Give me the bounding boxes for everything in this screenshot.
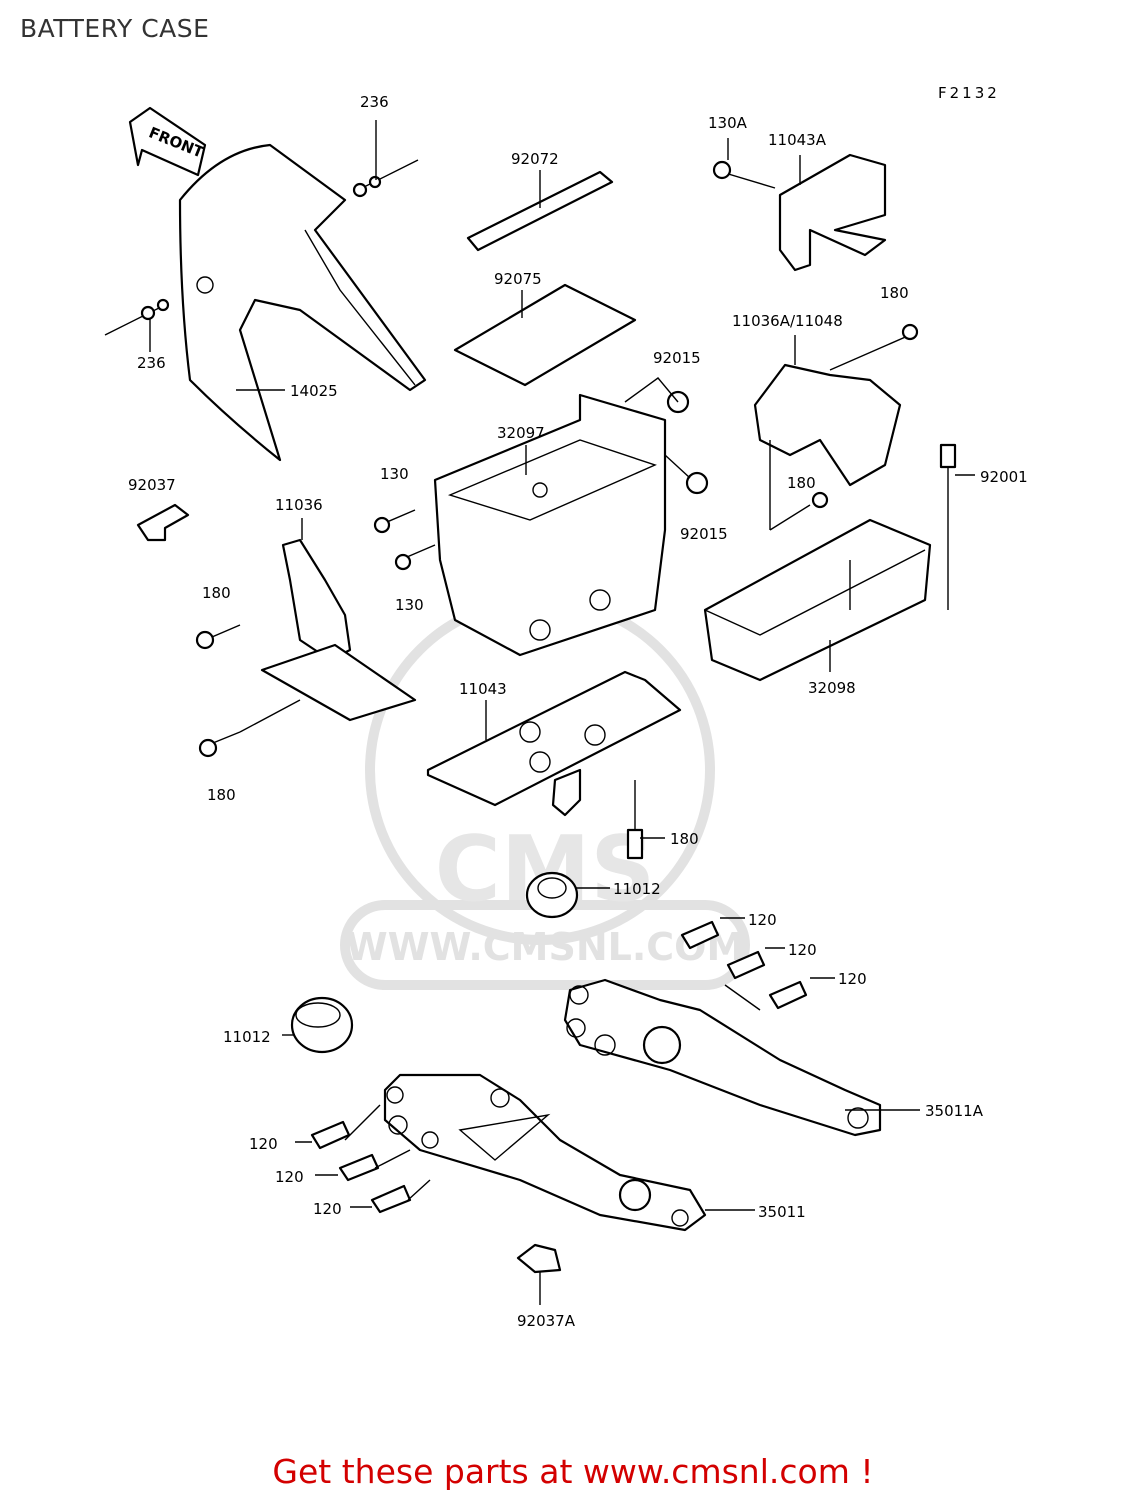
label-130-lower: 130 xyxy=(395,596,424,614)
bolt-120-set-a xyxy=(680,920,808,1010)
label-92072: 92072 xyxy=(511,150,559,168)
part-32097-battery-frame xyxy=(433,393,667,657)
label-236-top: 236 xyxy=(360,93,389,111)
bolt-236-top xyxy=(352,120,419,198)
label-180-plate: 180 xyxy=(670,830,699,848)
label-11012-upper: 11012 xyxy=(613,880,661,898)
front-arrow-icon: FRONT xyxy=(128,106,207,177)
label-180-left-upper: 180 xyxy=(202,584,231,602)
figure-code: F2132 xyxy=(938,84,1000,102)
part-11043a-bracket xyxy=(712,138,887,272)
nut-92015 xyxy=(624,377,709,495)
label-11012-lower: 11012 xyxy=(223,1028,271,1046)
label-32098: 32098 xyxy=(808,679,856,697)
bolt-120-set-b xyxy=(310,1120,412,1214)
bolt-236-left xyxy=(104,298,170,352)
label-32097: 32097 xyxy=(497,424,545,442)
label-120-b: 120 xyxy=(788,941,817,959)
label-92075: 92075 xyxy=(494,270,542,288)
label-14025: 14025 xyxy=(290,382,338,400)
part-32098-battery-tray xyxy=(703,518,932,682)
part-92037-clip xyxy=(136,503,190,542)
part-11012-collar xyxy=(290,871,579,1054)
label-92001: 92001 xyxy=(980,468,1028,486)
label-180-left-lower: 180 xyxy=(207,786,236,804)
label-92015-top: 92015 xyxy=(653,349,701,367)
label-130-upper: 130 xyxy=(380,465,409,483)
label-130a: 130A xyxy=(708,114,748,132)
label-120-d: 120 xyxy=(249,1135,278,1153)
label-11043: 11043 xyxy=(459,680,507,698)
part-92037a-clip xyxy=(516,1243,562,1305)
footer-link-text[interactable]: Get these parts at www.cmsnl.com ! xyxy=(272,1452,874,1491)
label-11043a: 11043A xyxy=(768,131,827,149)
page-title: BATTERY CASE xyxy=(20,14,210,43)
part-11036a-bracket xyxy=(753,323,919,531)
bolt-92001 xyxy=(939,443,957,610)
part-14025-cover xyxy=(178,143,427,462)
label-120-a: 120 xyxy=(748,911,777,929)
label-92015-bottom: 92015 xyxy=(680,525,728,543)
label-120-f: 120 xyxy=(313,1200,342,1218)
label-236-left: 236 xyxy=(137,354,166,372)
label-180-right: 180 xyxy=(787,474,816,492)
part-92072-strap xyxy=(466,170,614,252)
leader-lines xyxy=(236,389,975,1211)
part-labels: 236 236 14025 92072 92075 130A 11043A 18… xyxy=(128,93,1028,1330)
part-11036-bracket xyxy=(195,518,417,758)
label-120-c: 120 xyxy=(838,970,867,988)
watermark-url: WWW.CMSNL.COM xyxy=(346,925,745,969)
bolt-130 xyxy=(373,509,436,571)
label-11036a-11048: 11036A/11048 xyxy=(732,312,843,330)
watermark: CMS WWW.CMSNL.COM xyxy=(340,595,750,990)
label-180-top: 180 xyxy=(880,284,909,302)
part-35011a-footrest-bracket xyxy=(563,920,882,1137)
label-11036: 11036 xyxy=(275,496,323,514)
part-35011-footrest-bracket xyxy=(310,1073,707,1232)
part-92075-pad xyxy=(453,283,637,387)
label-35011: 35011 xyxy=(758,1203,806,1221)
label-35011a: 35011A xyxy=(925,1102,984,1120)
label-92037: 92037 xyxy=(128,476,176,494)
label-92037a: 92037A xyxy=(517,1312,576,1330)
part-11043-plate xyxy=(426,670,682,860)
label-120-e: 120 xyxy=(275,1168,304,1186)
